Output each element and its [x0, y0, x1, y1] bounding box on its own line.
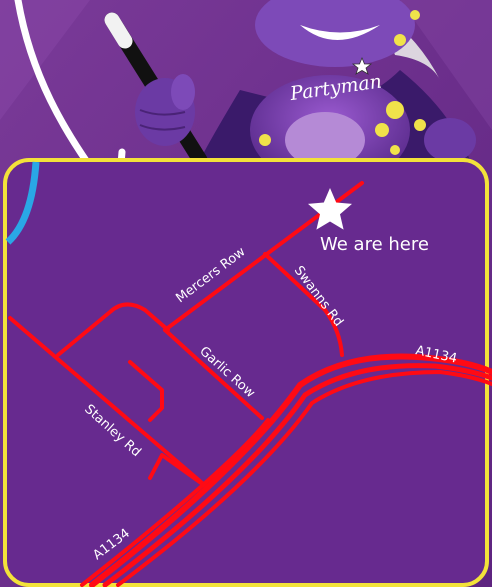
mascot-belly	[285, 112, 365, 168]
mascot-spot	[259, 134, 271, 146]
mascot-illustration: Partyman	[104, 0, 476, 185]
mascot-spot	[375, 123, 389, 137]
background-triangle	[400, 0, 492, 130]
road-west-spur	[8, 316, 210, 490]
location-map: We are here Mercers Row Swanns Rd Garlic…	[3, 158, 492, 587]
mascot-spot	[410, 10, 420, 20]
road-garlic-row	[163, 328, 264, 420]
marker-label: We are here	[320, 234, 429, 255]
mascot-spot	[394, 34, 406, 46]
mascot-grin	[300, 25, 380, 40]
mascot-left-fist	[135, 74, 195, 146]
star-icon	[308, 188, 352, 230]
road-a1134-lane	[116, 370, 492, 587]
mascot-right-hand	[424, 118, 476, 162]
road-stanley-rd	[148, 453, 210, 490]
road-left-loop	[56, 302, 170, 357]
logo-star-icon	[351, 56, 373, 75]
road-a1134-lane	[102, 363, 492, 587]
road-a1134-lane	[80, 418, 270, 587]
road-a1134-lane	[89, 353, 492, 587]
road-inner-hook	[128, 360, 164, 422]
road-swanns-rd	[263, 252, 344, 357]
blue-road-arc	[5, 161, 40, 245]
mascot-spot	[390, 145, 400, 155]
mascot-spot	[386, 101, 404, 119]
mascot-spot	[414, 119, 426, 131]
